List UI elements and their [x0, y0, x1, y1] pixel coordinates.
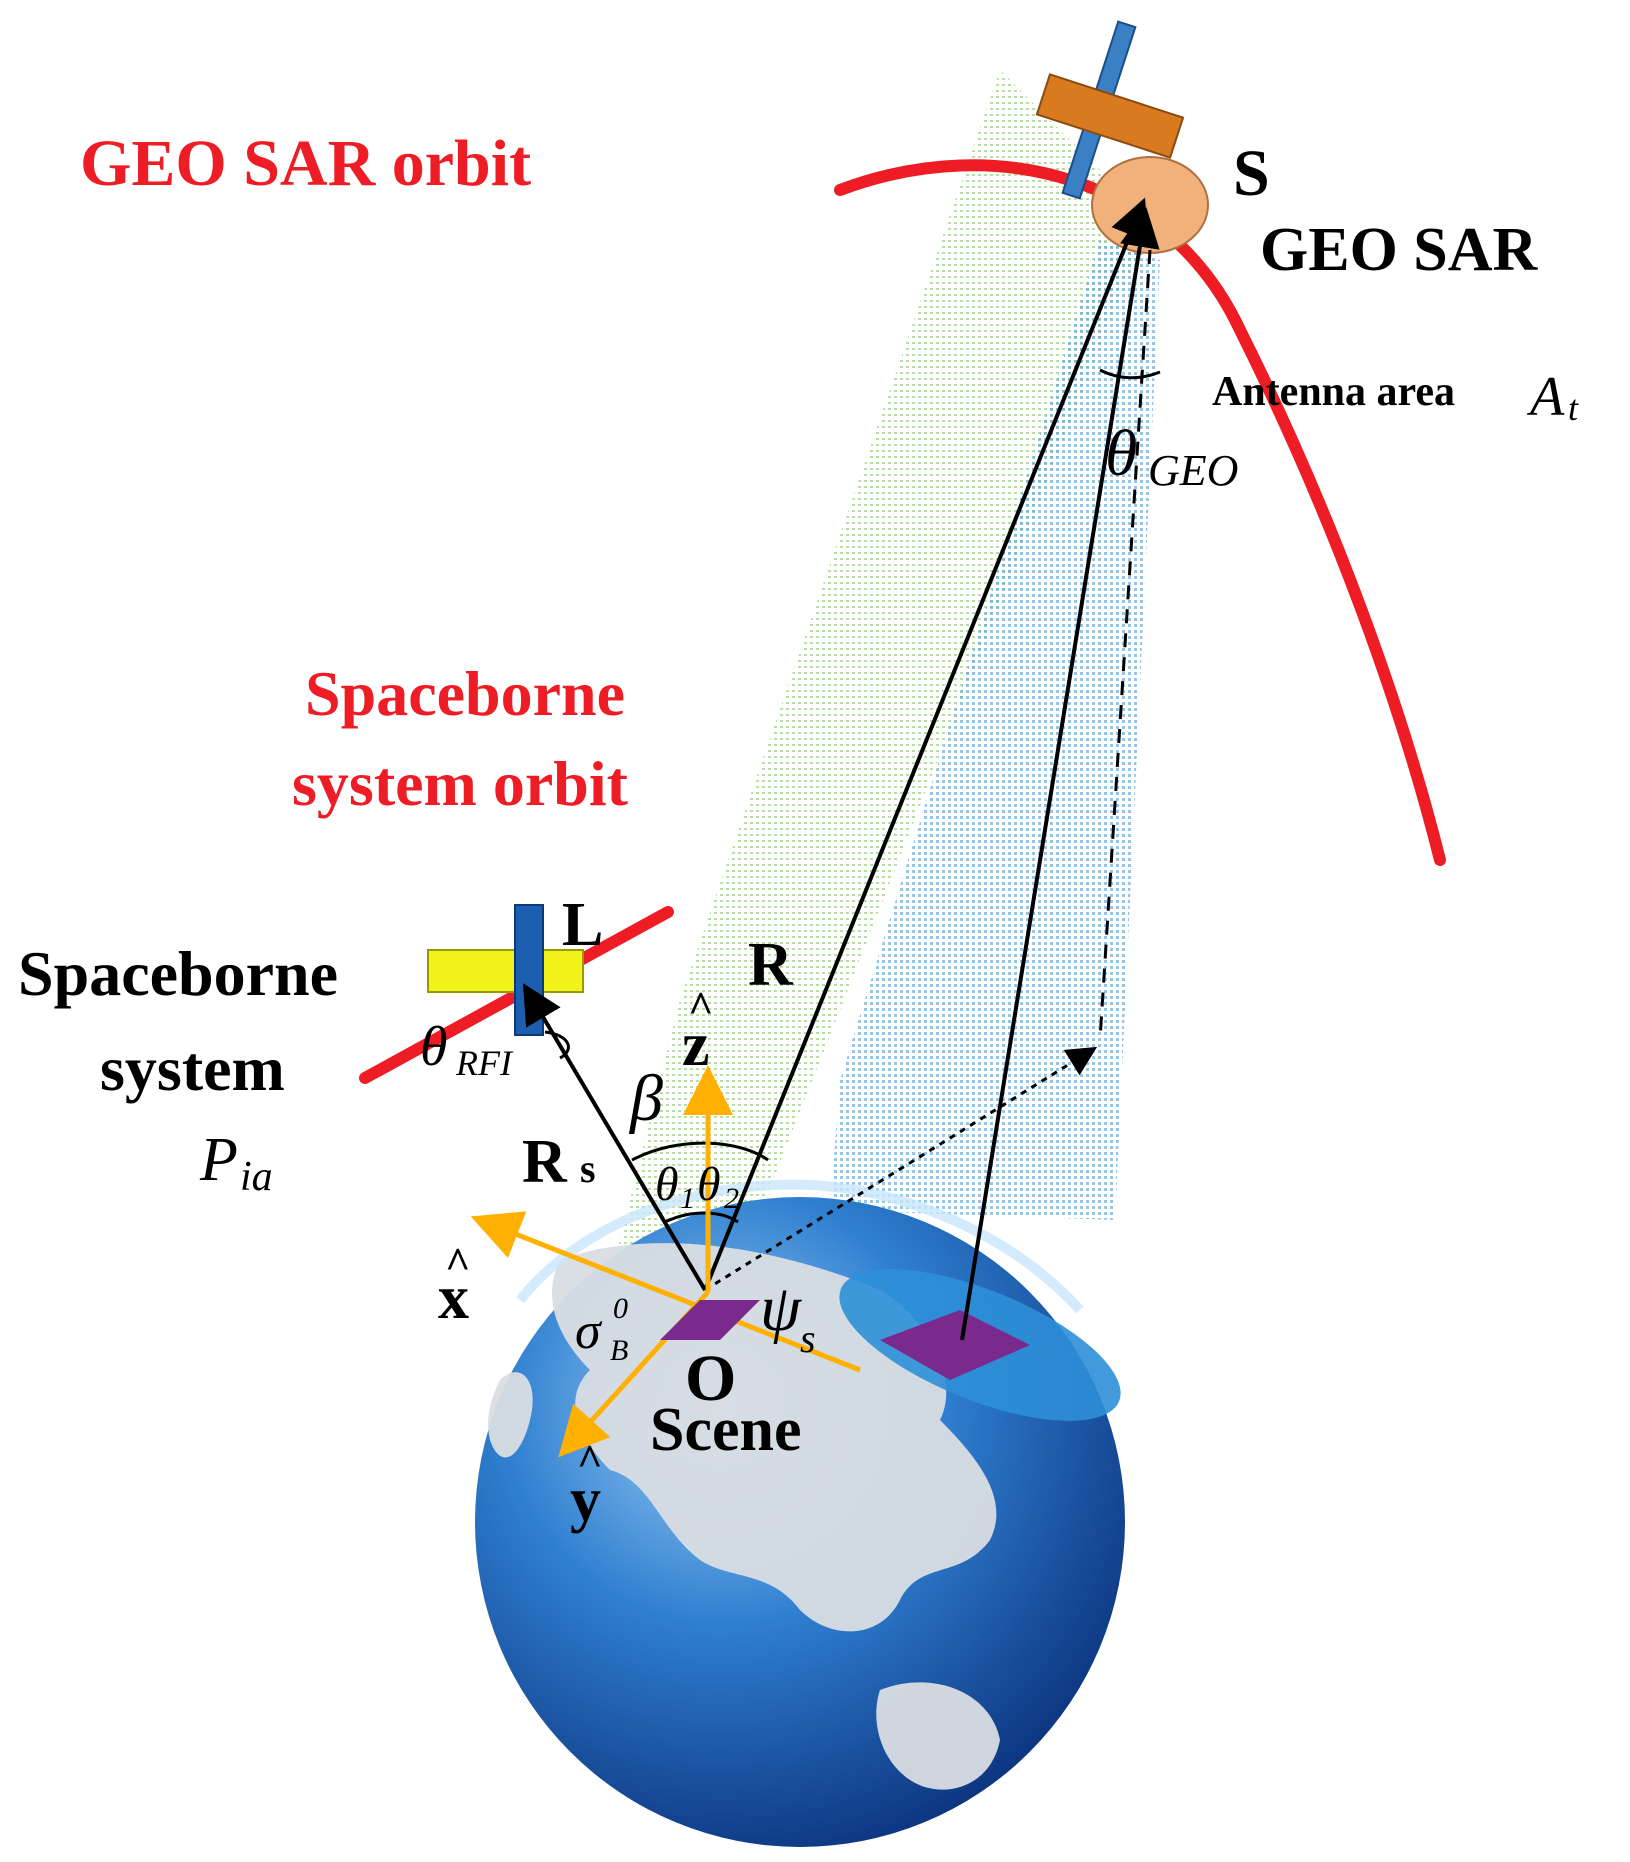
- scene-dashed-arrow: [704, 1046, 1098, 1292]
- geo-nadir-dashed: [1098, 249, 1152, 1041]
- beta-symbol: β: [628, 1062, 663, 1135]
- theta-rfi-symbol: θ: [420, 1016, 448, 1078]
- geo-beam-green: [600, 70, 1150, 1320]
- antenna-sub: t: [1568, 388, 1579, 428]
- psi-symbol: ψ: [760, 1272, 802, 1345]
- sigma-symbol: σ: [575, 1303, 603, 1360]
- theta2-sub: 2: [724, 1182, 739, 1215]
- spaceborne-orbit-label-1: Spaceborne: [305, 658, 625, 729]
- scene-patch: [660, 1300, 760, 1340]
- geo-boresight: [960, 207, 1160, 1341]
- theta2-symbol: θ: [697, 1158, 721, 1211]
- theta-geo-sub: GEO: [1148, 446, 1238, 495]
- geo-beam-blue: [830, 240, 1160, 1220]
- axis-x-line: [470, 1211, 861, 1373]
- spaceborne-system-label-1: Spaceborne: [18, 938, 338, 1009]
- psi-sub: s: [800, 1316, 816, 1361]
- theta-rfi-arc: [544, 1030, 570, 1060]
- power-symbol: P: [199, 1126, 238, 1194]
- scene-label: Scene: [650, 1396, 802, 1464]
- sat-l-label: L: [562, 891, 603, 959]
- vector-r: [703, 197, 1149, 1291]
- earth-rim: [516, 1179, 1084, 1314]
- theta-geo-symbol: θ: [1105, 417, 1137, 490]
- power-sub: ia: [240, 1154, 273, 1200]
- sigma-sup: 0: [613, 1292, 628, 1325]
- spaceborne-system-label-2: system: [100, 1033, 285, 1104]
- axis-z-hat: ^: [688, 983, 714, 1032]
- axis-z-label: z: [682, 1011, 710, 1079]
- geo-sar-label: GEO SAR: [1260, 216, 1539, 284]
- sigma-sub: B: [610, 1334, 628, 1367]
- geo-orbit-label: GEO SAR orbit: [80, 127, 531, 200]
- axis-x-hat: ^: [445, 1239, 471, 1288]
- vector-rs-sub: s: [580, 1146, 596, 1191]
- earth-continents-2: [876, 1682, 1000, 1790]
- axis-x-label: x: [438, 1264, 469, 1332]
- theta-rfi-sub: RFI: [455, 1043, 514, 1083]
- axis-y-label: y: [570, 1466, 601, 1534]
- antenna-area-label: Antenna area: [1212, 369, 1455, 415]
- origin-label: O: [685, 1342, 736, 1415]
- earth-continents-3: [488, 1372, 533, 1458]
- theta-geo-arc: [1099, 368, 1161, 380]
- geo-scene-patch: [880, 1310, 1030, 1380]
- vector-r-label: R: [748, 931, 794, 999]
- sat-s-label: S: [1233, 137, 1270, 210]
- antenna-symbol: A: [1526, 366, 1565, 428]
- vector-rs-label: R: [522, 1128, 568, 1196]
- spaceborne-satellite: [427, 904, 584, 1036]
- theta1-symbol: θ: [655, 1158, 679, 1211]
- axis-y-hat: ^: [577, 1436, 603, 1485]
- theta1-sub: 1: [680, 1182, 695, 1215]
- geo-sar-orbit: [834, 159, 1446, 866]
- spaceborne-orbit-label-2: system orbit: [292, 748, 629, 819]
- vector-rs: [522, 983, 707, 1292]
- theta12-arc: [664, 1211, 739, 1224]
